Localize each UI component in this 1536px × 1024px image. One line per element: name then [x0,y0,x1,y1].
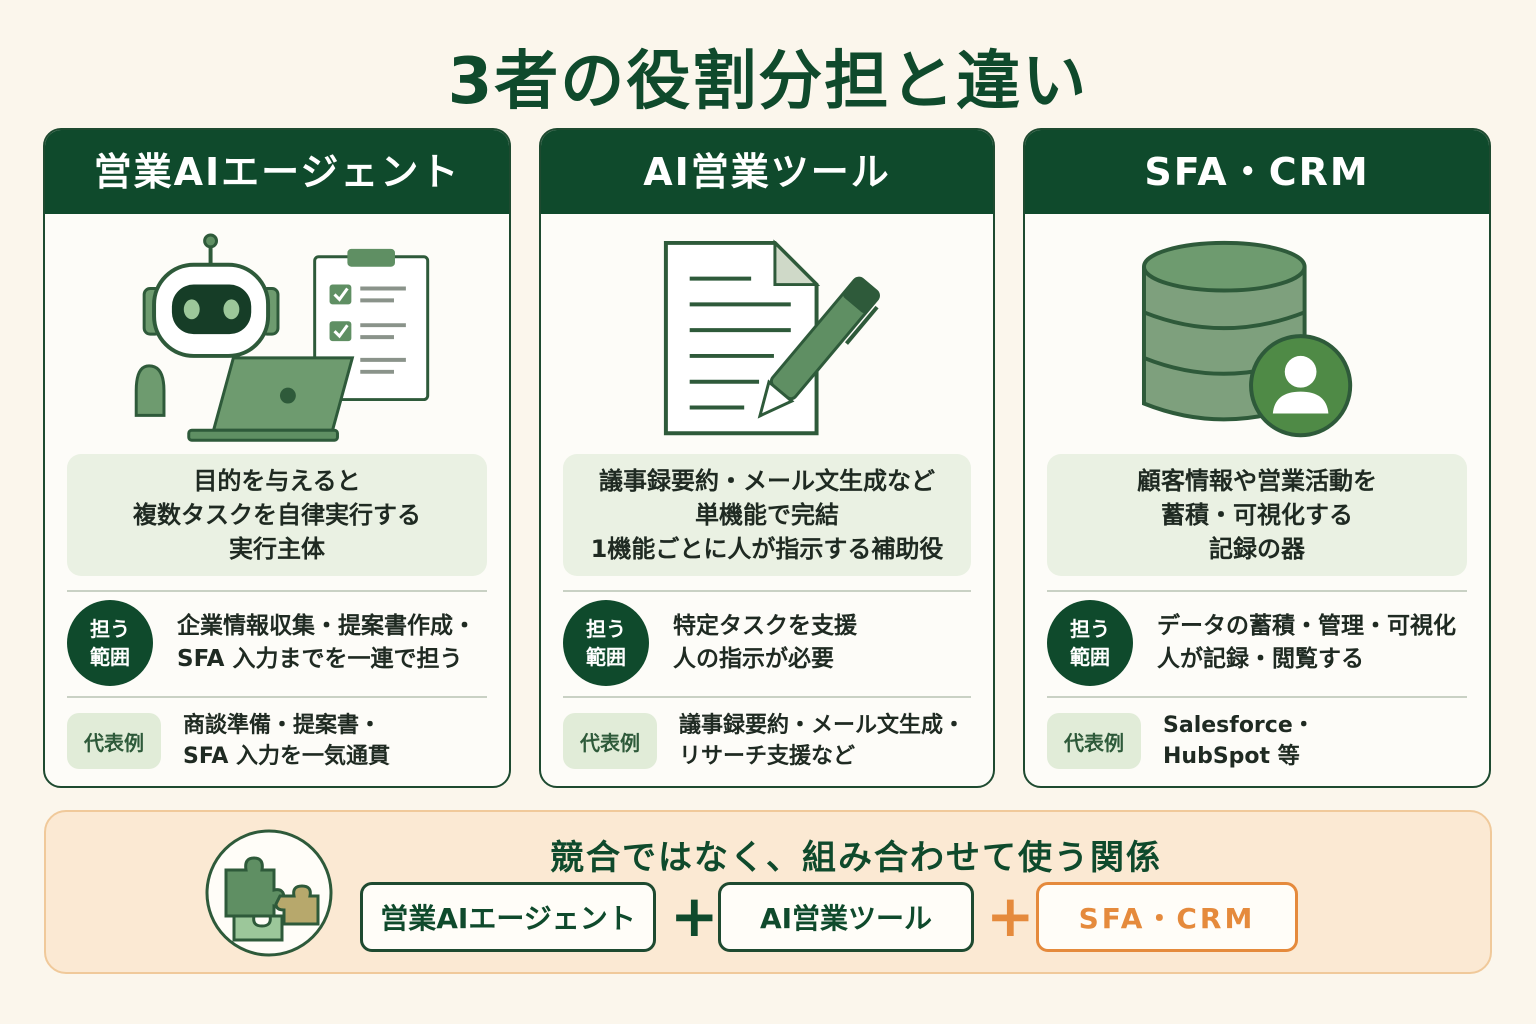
example-badge: 代表例 [1047,713,1141,769]
example-badge: 代表例 [67,713,161,769]
example-row: 代表例 議事録要約・メール文生成・ リサーチ支援など [563,708,983,774]
divider [1047,696,1467,698]
card-ai-sales-tool: AI営業ツール 議事録要約・メール文生成など 単機能で完結 1機能ごとに人が指示… [539,128,995,788]
example-badge: 代表例 [563,713,657,769]
robot-icon [134,233,430,442]
plus-icon: + [670,882,719,950]
card-description: 目的を与えると 複数タスクを自律実行する 実行主体 [67,454,487,576]
scope-row: 担う 範囲 データの蓄積・管理・可視化 人が記録・閲覧する [1047,598,1479,688]
document-pen-icon [663,239,880,436]
divider [563,696,971,698]
example-text: Salesforce・ HubSpot 等 [1163,713,1315,769]
example-text: 商談準備・提案書・ SFA 入力を一気通貫 [183,713,391,769]
divider [67,696,487,698]
pill-ai-sales-tool: AI営業ツール [718,882,974,952]
example-row: 代表例 Salesforce・ HubSpot 等 [1047,708,1479,774]
puzzle-icon [205,829,333,957]
card-header: SFA・CRM [1025,130,1489,214]
divider [67,590,487,592]
scope-badge: 担う 範囲 [1047,600,1133,686]
database-user-icon [1141,240,1353,438]
card-ai-agent: 営業AIエージェント 目的を与えると 複数タスクを自律実行する 実行主体 担う [43,128,511,788]
scope-row: 担う 範囲 特定タスクを支援 人の指示が必要 [563,598,983,688]
scope-text: 企業情報収集・提案書作成・ SFA 入力までを一連で担う [177,613,476,672]
card-description: 議事録要約・メール文生成など 単機能で完結 1機能ごとに人が指示する補助役 [563,454,971,576]
card-description: 顧客情報や営業活動を 蓄積・可視化する 記録の器 [1047,454,1467,576]
example-row: 代表例 商談準備・提案書・ SFA 入力を一気通貫 [67,708,499,774]
scope-text: 特定タスクを支援 人の指示が必要 [673,613,857,672]
banner-title: 競合ではなく、組み合わせて使う関係 [550,838,1162,878]
example-text: 議事録要約・メール文生成・ リサーチ支援など [679,713,966,769]
card-sfa-crm: SFA・CRM 顧客情報や営業活動を 蓄積・可視化する 記録の器 担う 範囲 デ… [1023,128,1491,788]
scope-badge: 担う 範囲 [563,600,649,686]
page-title: 3者の役割分担と違い [447,45,1089,119]
pill-sfa-crm: SFA・CRM [1036,882,1298,952]
divider [563,590,971,592]
plus-icon: + [986,882,1035,950]
card-header: 営業AIエージェント [45,130,509,214]
card-header: AI営業ツール [541,130,993,214]
scope-badge: 担う 範囲 [67,600,153,686]
relationship-banner: 競合ではなく、組み合わせて使う関係 営業AIエージェント + AI営業ツール +… [44,810,1492,974]
pill-ai-agent: 営業AIエージェント [360,882,656,952]
scope-row: 担う 範囲 企業情報収集・提案書作成・ SFA 入力までを一連で担う [67,598,499,688]
divider [1047,590,1467,592]
scope-text: データの蓄積・管理・可視化 人が記録・閲覧する [1157,613,1456,672]
